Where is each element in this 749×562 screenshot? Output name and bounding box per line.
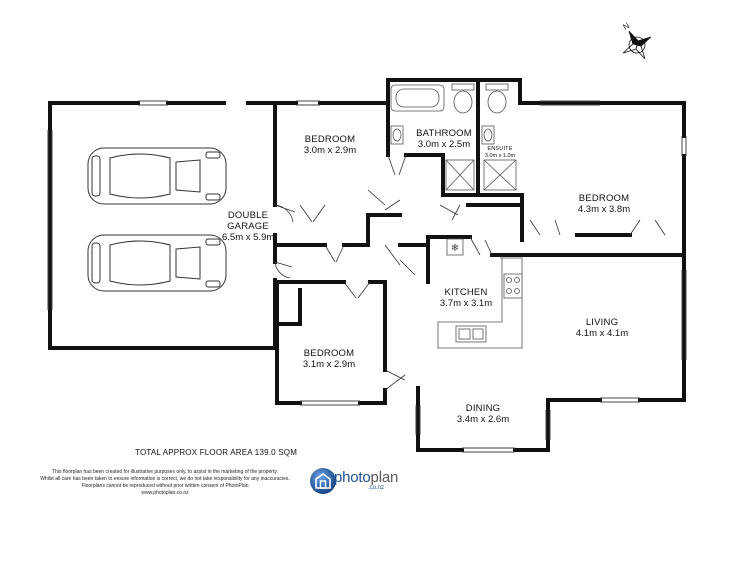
logo-word-b: plan	[370, 469, 399, 486]
room-dimensions: 6.5m x 5.9m	[222, 232, 275, 243]
car-icon	[87, 234, 227, 292]
bathroom-sink-icon	[390, 125, 495, 145]
disclaimer-line: Floorplans cannot be reproduced without …	[81, 483, 249, 489]
disclaimer-line: Whilst all care has been taken to ensure…	[40, 476, 290, 482]
living-label: LIVING 4.1m x 4.1m	[572, 317, 632, 339]
room-dimensions: 3.1m x 2.9m	[302, 359, 356, 370]
bedroom-top-label: BEDROOM 3.0m x 2.9m	[302, 134, 358, 156]
disclaimer: This floorplan has been created for illu…	[30, 469, 300, 497]
dining-label: DINING 3.4m x 2.6m	[455, 403, 511, 425]
logo-wordmark: photoplan	[334, 469, 398, 486]
room-dimensions: 3.4m x 2.6m	[456, 414, 510, 425]
fridge-icon: ❄	[446, 238, 464, 256]
toilet-icon	[451, 83, 509, 114]
svg-text:❄: ❄	[451, 243, 459, 254]
bath-icon	[390, 84, 445, 112]
disclaimer-line: This floorplan has been created for illu…	[52, 469, 278, 475]
room-name-line1: DOUBLE	[227, 210, 269, 221]
garage-wall	[48, 101, 277, 350]
room-dimensions: 3.0m x 1.0m	[484, 152, 516, 159]
logo-word-a: photo	[334, 469, 371, 486]
room-dimensions: 3.0m x 2.9m	[303, 145, 357, 156]
room-dimensions: 4.3m x 3.8m	[577, 204, 631, 215]
bedroom-bottom-label: BEDROOM 3.1m x 2.9m	[301, 348, 357, 370]
floor-area-text: TOTAL APPROX FLOOR AREA 139.0 SQM	[135, 448, 298, 457]
room-dimensions: 4.1m x 4.1m	[575, 328, 629, 339]
room-name-line2: GARAGE	[227, 221, 269, 232]
room-name: BEDROOM	[303, 348, 355, 359]
svg-text:N: N	[621, 21, 631, 32]
room-name: ENSUITE	[487, 146, 513, 152]
room-name: BEDROOM	[578, 193, 630, 204]
walls	[48, 78, 686, 452]
kitchen-bench	[437, 257, 523, 349]
bathroom-label: BATHROOM 3.0m x 2.5m	[412, 128, 476, 150]
ensuite-label: ENSUITE 3.0m x 1.0m	[481, 146, 519, 159]
stove-icon	[503, 273, 523, 299]
compass-icon: N	[621, 21, 652, 60]
shower-icon	[445, 159, 517, 191]
room-dimensions: 3.7m x 3.1m	[439, 298, 493, 309]
room-name: KITCHEN	[444, 287, 488, 298]
sink-icon	[455, 325, 487, 343]
photoplan-logo-icon	[310, 468, 336, 494]
bedroom-right-label: BEDROOM 4.3m x 3.8m	[576, 193, 632, 215]
room-name: BEDROOM	[304, 134, 356, 145]
room-dimensions: 3.0m x 2.5m	[417, 139, 471, 150]
room-name: BATHROOM	[416, 128, 472, 139]
disclaimer-line: www.photoplan.co.nz	[141, 490, 189, 496]
room-name: DINING	[465, 403, 501, 414]
car-icon	[87, 147, 227, 205]
kitchen-label: KITCHEN 3.7m x 3.1m	[436, 287, 496, 309]
logo-domain: .co.nz	[368, 485, 385, 491]
garage-label: DOUBLE GARAGE 6.5m x 5.9m	[222, 210, 274, 243]
room-name: LIVING	[585, 317, 619, 328]
doors	[274, 154, 666, 391]
windows	[47, 100, 687, 453]
